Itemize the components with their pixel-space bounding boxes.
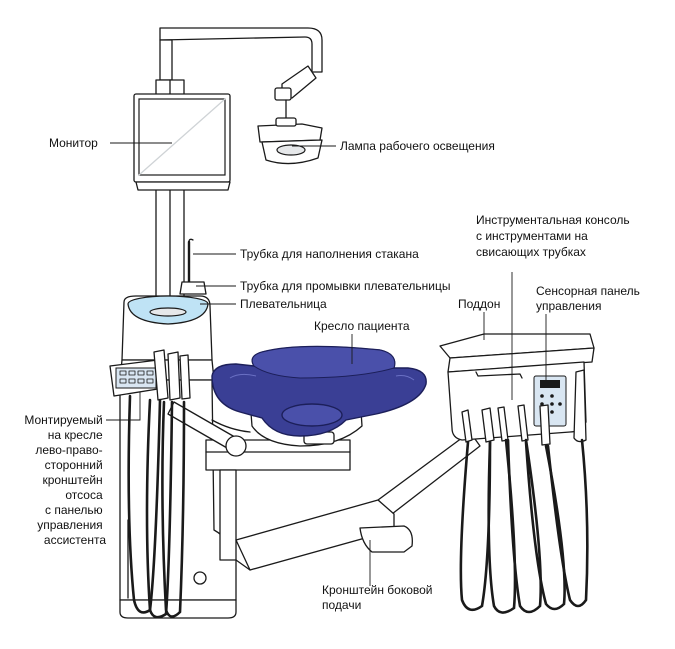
label-patient-chair: Кресло пациента (314, 319, 410, 333)
label-delivery-arm: Кронштейн боковой подачи (322, 583, 436, 612)
label-lamp: Лампа рабочего освещения (340, 139, 495, 153)
label-monitor: Монитор (49, 136, 98, 150)
leader-lines (106, 142, 547, 586)
label-instrument-console: Инструментальная консоль с инструментами… (476, 213, 633, 259)
label-assistant-arm: Монтируемый на кресле лево-право- сторон… (24, 413, 106, 547)
patient-chair (211, 345, 427, 447)
label-cup-filler: Трубка для наполнения стакана (240, 247, 419, 261)
label-touch-panel: Сенсорная панель управления (536, 284, 643, 313)
label-spittoon: Плевательница (240, 297, 327, 311)
assistant-arm (109, 349, 247, 619)
label-bowl-rinse: Трубка для промывки плевательницы (240, 279, 451, 293)
delivery-arm (235, 431, 481, 571)
monitor-assembly (133, 79, 231, 301)
tray (439, 333, 595, 359)
labels: Монитор Лампа рабочего освещения Трубка … (24, 136, 643, 612)
label-tray: Поддон (458, 297, 500, 311)
instrument-console (439, 333, 595, 614)
